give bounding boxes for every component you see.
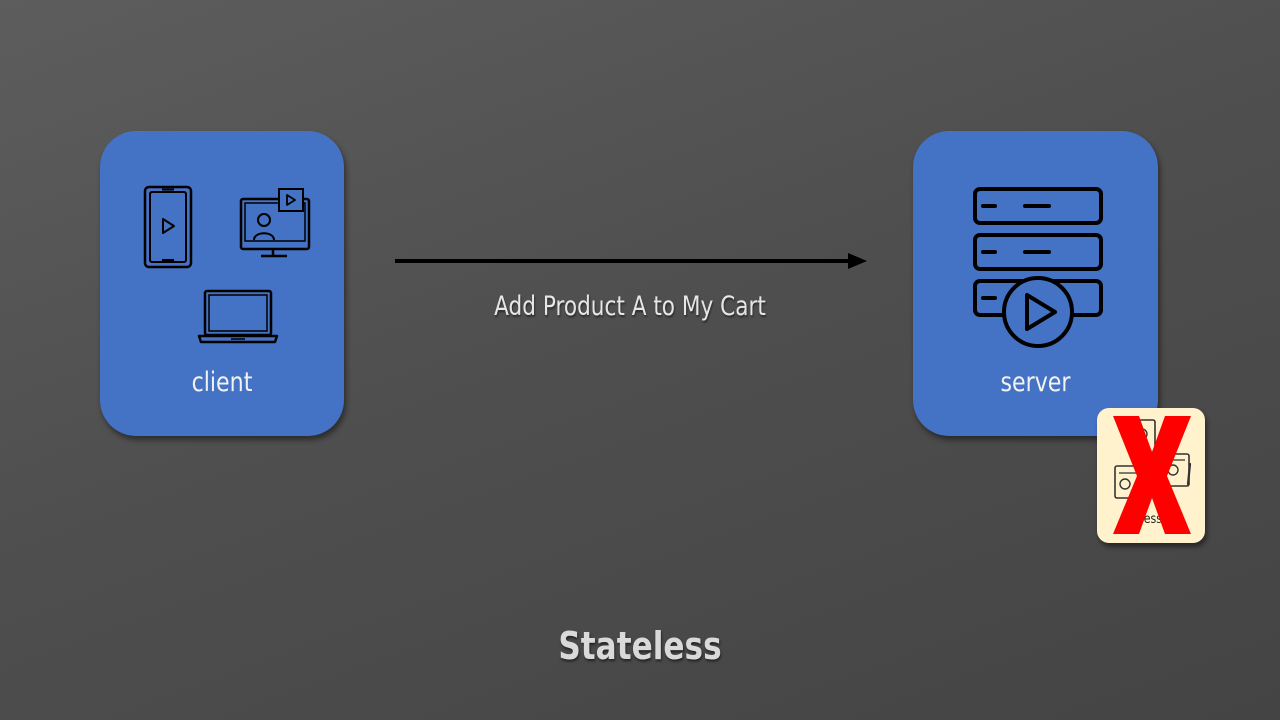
laptop-icon <box>197 289 279 344</box>
server-box: server <box>913 131 1158 436</box>
slide-title: Stateless <box>558 624 722 668</box>
server-label: server <box>1000 367 1071 398</box>
red-x-icon <box>1113 416 1191 534</box>
server-rack-play-icon <box>973 187 1103 348</box>
client-label: client <box>191 367 253 398</box>
client-box: client <box>100 131 344 436</box>
request-arrow <box>395 253 867 269</box>
request-label: Add Product A to My Cart <box>494 291 766 322</box>
session-card: sessio <box>1097 408 1205 543</box>
monitor-video-call-icon <box>239 188 311 258</box>
smartphone-play-icon <box>143 185 193 269</box>
